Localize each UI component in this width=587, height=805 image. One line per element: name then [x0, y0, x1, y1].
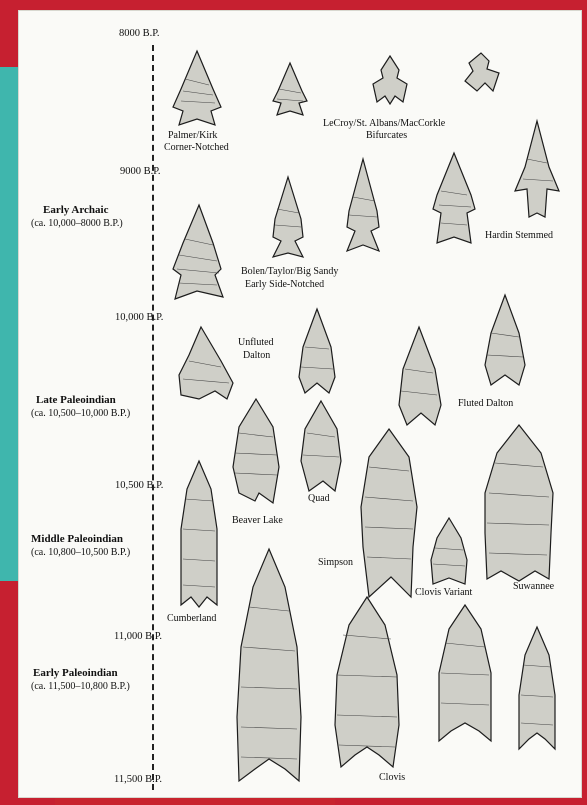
palmer-kirk-point [171, 49, 223, 129]
date-10000: 10,000 B.P. [115, 312, 163, 324]
clovis-point-right [515, 625, 559, 753]
figure-sheet: 8000 B.P. 9000 B.P. 10,000 B.P. 10,500 B… [18, 10, 582, 798]
unfluted-dalton-point [175, 325, 237, 403]
label-unfluted: Unfluted [238, 337, 274, 349]
period-early-paleoindian: Early Paleoindian [33, 667, 118, 679]
fluted-dalton-point-left [395, 325, 445, 427]
period-late-paleoindian-range: (ca. 10,500–10,000 B.P.) [31, 408, 130, 420]
date-10500: 10,500 B.P. [115, 480, 163, 492]
beaver-lake-point [229, 397, 283, 507]
period-late-paleoindian: Late Paleoindian [36, 394, 116, 406]
hardin-stemmed-point [513, 119, 561, 223]
label-clovis: Clovis [379, 772, 405, 784]
bolen-point [267, 175, 309, 263]
label-fluted-dalton: Fluted Dalton [458, 398, 513, 410]
period-early-archaic-range: (ca. 10,000–8000 B.P.) [31, 218, 123, 230]
date-11500: 11,500 B.P. [114, 774, 162, 786]
label-dalton: Dalton [243, 350, 270, 362]
period-early-paleoindian-range: (ca. 11,500–10,800 B.P.) [31, 681, 130, 693]
label-corner-notched: Corner-Notched [164, 142, 229, 154]
clovis-point-large [231, 547, 307, 785]
date-8000: 8000 B.P. [119, 28, 160, 40]
st-albans-bifurcate-point [459, 51, 503, 95]
date-9000: 9000 B.P. [120, 166, 161, 178]
date-11000: 11,000 B.P. [114, 631, 162, 643]
label-cumberland: Cumberland [167, 613, 216, 625]
clovis-variant-point [427, 516, 471, 586]
label-lecroy: LeCroy/St. Albans/MacCorkle [323, 118, 445, 130]
taylor-point [341, 157, 385, 255]
cumberland-point [177, 459, 221, 609]
period-middle-paleoindian: Middle Paleoindian [31, 533, 123, 545]
label-hardin-stemmed: Hardin Stemmed [485, 230, 553, 242]
label-beaver-lake: Beaver Lake [232, 515, 283, 527]
label-simpson: Simpson [318, 557, 353, 569]
simpson-point [355, 427, 423, 599]
early-archaic-point [169, 203, 227, 303]
big-sandy-point [429, 151, 479, 247]
quad-point [297, 399, 345, 495]
small-notched-point [269, 61, 311, 117]
suwannee-point [479, 423, 559, 583]
timeline-axis [152, 45, 154, 790]
label-bifurcates: Bifurcates [366, 130, 407, 142]
lecroy-bifurcate-point [369, 54, 411, 106]
dalton-point [295, 307, 339, 395]
period-middle-paleoindian-range: (ca. 10,800–10,500 B.P.) [31, 547, 130, 559]
period-early-archaic: Early Archaic [43, 204, 108, 216]
frame-red-strip [55, 798, 335, 805]
label-bolen: Bolen/Taylor/Big Sandy [241, 266, 338, 278]
clovis-point-center [327, 595, 407, 771]
label-clovis-variant: Clovis Variant [415, 587, 472, 599]
fluted-dalton-point-right [481, 293, 529, 387]
label-early-side-notched: Early Side-Notched [245, 279, 324, 291]
label-palmer-kirk: Palmer/Kirk [168, 130, 217, 142]
clovis-point-right-center [433, 603, 497, 745]
